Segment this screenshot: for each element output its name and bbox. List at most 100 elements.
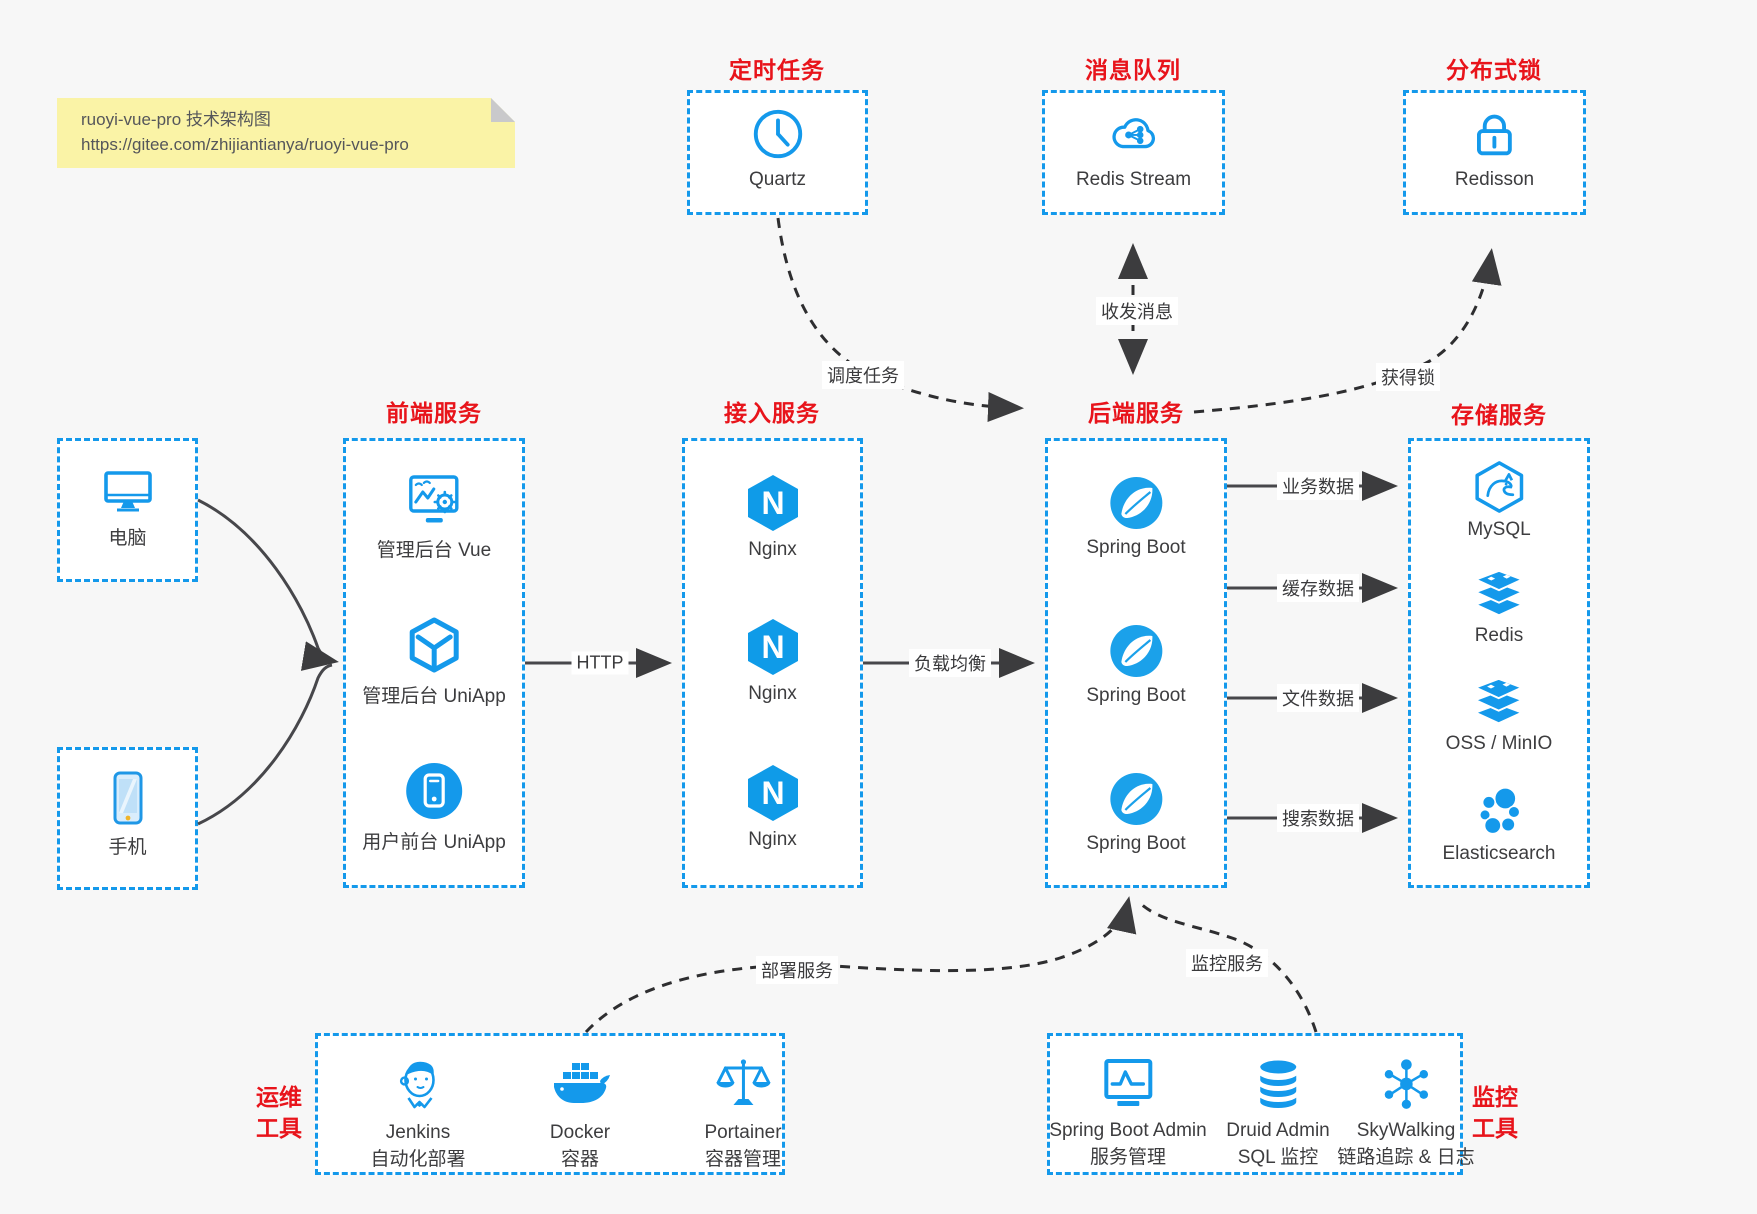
- node-label: Jenkins 自动化部署: [370, 1122, 466, 1170]
- svg-text:N: N: [761, 775, 784, 811]
- node-user-uniapp: 用户前台 UniApp: [362, 761, 506, 854]
- node-admin-uniapp: 管理后台 UniApp: [362, 615, 506, 708]
- nginx-icon: N: [747, 765, 798, 821]
- node-nginx-1: N Nginx: [744, 473, 802, 561]
- node-springboot-1: Spring Boot: [1086, 475, 1186, 559]
- desktop-icon: [103, 471, 152, 512]
- node-mobile: 手机: [100, 770, 156, 859]
- admin-vue-icon: [409, 475, 459, 523]
- node-docker: Docker 容器: [549, 1054, 611, 1173]
- node-label: Nginx: [748, 829, 797, 850]
- node-label: 用户前台 UniApp: [362, 832, 506, 853]
- node-label: Spring Boot: [1086, 833, 1186, 854]
- svg-text:N: N: [761, 629, 784, 665]
- node-redis-stream: Redis Stream: [1076, 105, 1191, 191]
- docker-whale-icon: [554, 1063, 610, 1103]
- node-portainer: Portainer 容器管理: [704, 1054, 782, 1173]
- edge-label-cache-data: 缓存数据: [1277, 574, 1359, 602]
- node-label: MySQL: [1467, 519, 1531, 540]
- edge-label-business-data: 业务数据: [1277, 472, 1359, 500]
- box-frontend: 管理后台 Vue 管理后台 UniApp 用户前台 UniApp: [343, 438, 525, 888]
- node-label: 电脑: [108, 528, 147, 549]
- nginx-icon: N: [747, 475, 798, 531]
- node-label: Redis: [1474, 625, 1524, 646]
- monitor-pulse-icon: [1104, 1059, 1152, 1106]
- node-quartz: Quartz: [749, 105, 807, 191]
- edge-label-file-data: 文件数据: [1277, 684, 1359, 712]
- spring-icon: [1109, 477, 1162, 529]
- edge-acquire-lock: [1193, 248, 1502, 414]
- node-druid-admin: Druid Admin SQL 监控: [1226, 1054, 1330, 1171]
- node-label: Spring Boot Admin 服务管理: [1049, 1120, 1207, 1168]
- node-redis: Redis: [1472, 567, 1526, 647]
- elasticsearch-icon: [1478, 787, 1521, 835]
- edge-label-send-receive: 收发消息: [1096, 297, 1178, 325]
- box-client-mobile: 手机: [57, 747, 198, 890]
- box-storage: MySQL Redis OSS / MinIO: [1408, 438, 1590, 888]
- node-label: Redisson: [1454, 169, 1535, 190]
- group-title-message-queue: 消息队列: [1085, 57, 1181, 83]
- edge-deploy-service: [584, 896, 1137, 1034]
- edge-label-deploy: 部署服务: [756, 956, 838, 984]
- database-icon: [1258, 1058, 1298, 1110]
- node-redisson: Redisson: [1455, 105, 1534, 191]
- node-label: Spring Boot: [1086, 685, 1186, 706]
- edge-label-load-balance: 负载均衡: [909, 649, 991, 677]
- node-pc: 电脑: [100, 465, 156, 550]
- box-scheduled-task: Quartz: [687, 90, 868, 215]
- svg-text:N: N: [761, 485, 784, 521]
- node-label: Druid Admin SQL 监控: [1226, 1120, 1330, 1168]
- edge-label-schedule-task: 调度任务: [822, 361, 904, 389]
- lock-icon: [1477, 114, 1512, 156]
- storage-stack-icon: [1473, 677, 1525, 725]
- note-url: https://gitee.com/zhijiantianya/ruoyi-vu…: [81, 135, 409, 154]
- group-title-backend: 后端服务: [1088, 400, 1184, 426]
- box-ops-tools: Jenkins 自动化部署 Docker 容器: [315, 1033, 785, 1175]
- jenkins-icon: [399, 1061, 435, 1109]
- box-client-pc: 电脑: [57, 438, 198, 582]
- edge-label-http: HTTP: [571, 651, 629, 675]
- node-label: Redis Stream: [1075, 169, 1192, 190]
- node-label: Nginx: [748, 683, 797, 704]
- note-fold-corner: [491, 98, 515, 122]
- edge-label-acquire-lock: 获得锁: [1376, 363, 1440, 391]
- group-title-storage: 存储服务: [1451, 402, 1547, 428]
- molecule-icon: [1384, 1059, 1428, 1109]
- node-label: OSS / MinIO: [1445, 733, 1553, 754]
- group-title-access: 接入服务: [724, 400, 820, 426]
- edge-label-search-data: 搜索数据: [1277, 804, 1359, 832]
- uniapp-cube-icon: [409, 617, 459, 673]
- group-title-scheduled-task: 定时任务: [729, 57, 825, 83]
- box-access: N Nginx N Nginx N Nginx: [682, 438, 863, 888]
- nginx-icon: N: [747, 619, 798, 675]
- note-title: ruoyi-vue-pro 技术架构图: [81, 110, 271, 129]
- node-springboot-2: Spring Boot: [1086, 623, 1186, 707]
- box-distributed-lock: Redisson: [1403, 90, 1586, 215]
- scales-icon: [715, 1059, 770, 1105]
- node-elasticsearch: Elasticsearch: [1443, 785, 1556, 865]
- group-title-distributed-lock: 分布式锁: [1446, 57, 1542, 83]
- node-label: Spring Boot: [1086, 537, 1186, 558]
- node-label: Nginx: [748, 539, 797, 560]
- node-label: 管理后台 Vue: [376, 540, 492, 561]
- edge-pc-to-frontend: [197, 498, 339, 671]
- box-backend: Spring Boot Spring Boot Spring Boot: [1045, 438, 1227, 888]
- group-title-monitor-tools: 监控 工具: [1472, 1084, 1518, 1141]
- edge-mobile-to-frontend: [197, 663, 333, 826]
- node-admin-vue: 管理后台 Vue: [377, 471, 491, 562]
- spring-icon: [1109, 625, 1162, 677]
- smartphone-icon: [113, 771, 142, 825]
- mysql-icon: [1475, 461, 1523, 513]
- spring-icon: [1109, 773, 1162, 825]
- edge-label-monitor: 监控服务: [1186, 949, 1268, 977]
- node-springboot-3: Spring Boot: [1086, 771, 1186, 855]
- node-label: Elasticsearch: [1442, 843, 1556, 864]
- cloud-share-icon: [1112, 118, 1156, 149]
- user-uniapp-icon: [405, 763, 462, 819]
- clock-icon: [753, 109, 802, 159]
- node-skywalking: SkyWalking 链路追踪 & 日志: [1337, 1054, 1475, 1171]
- node-label: Portainer 容器管理: [704, 1122, 782, 1170]
- node-label: 管理后台 UniApp: [362, 686, 506, 707]
- node-nginx-2: N Nginx: [744, 617, 802, 705]
